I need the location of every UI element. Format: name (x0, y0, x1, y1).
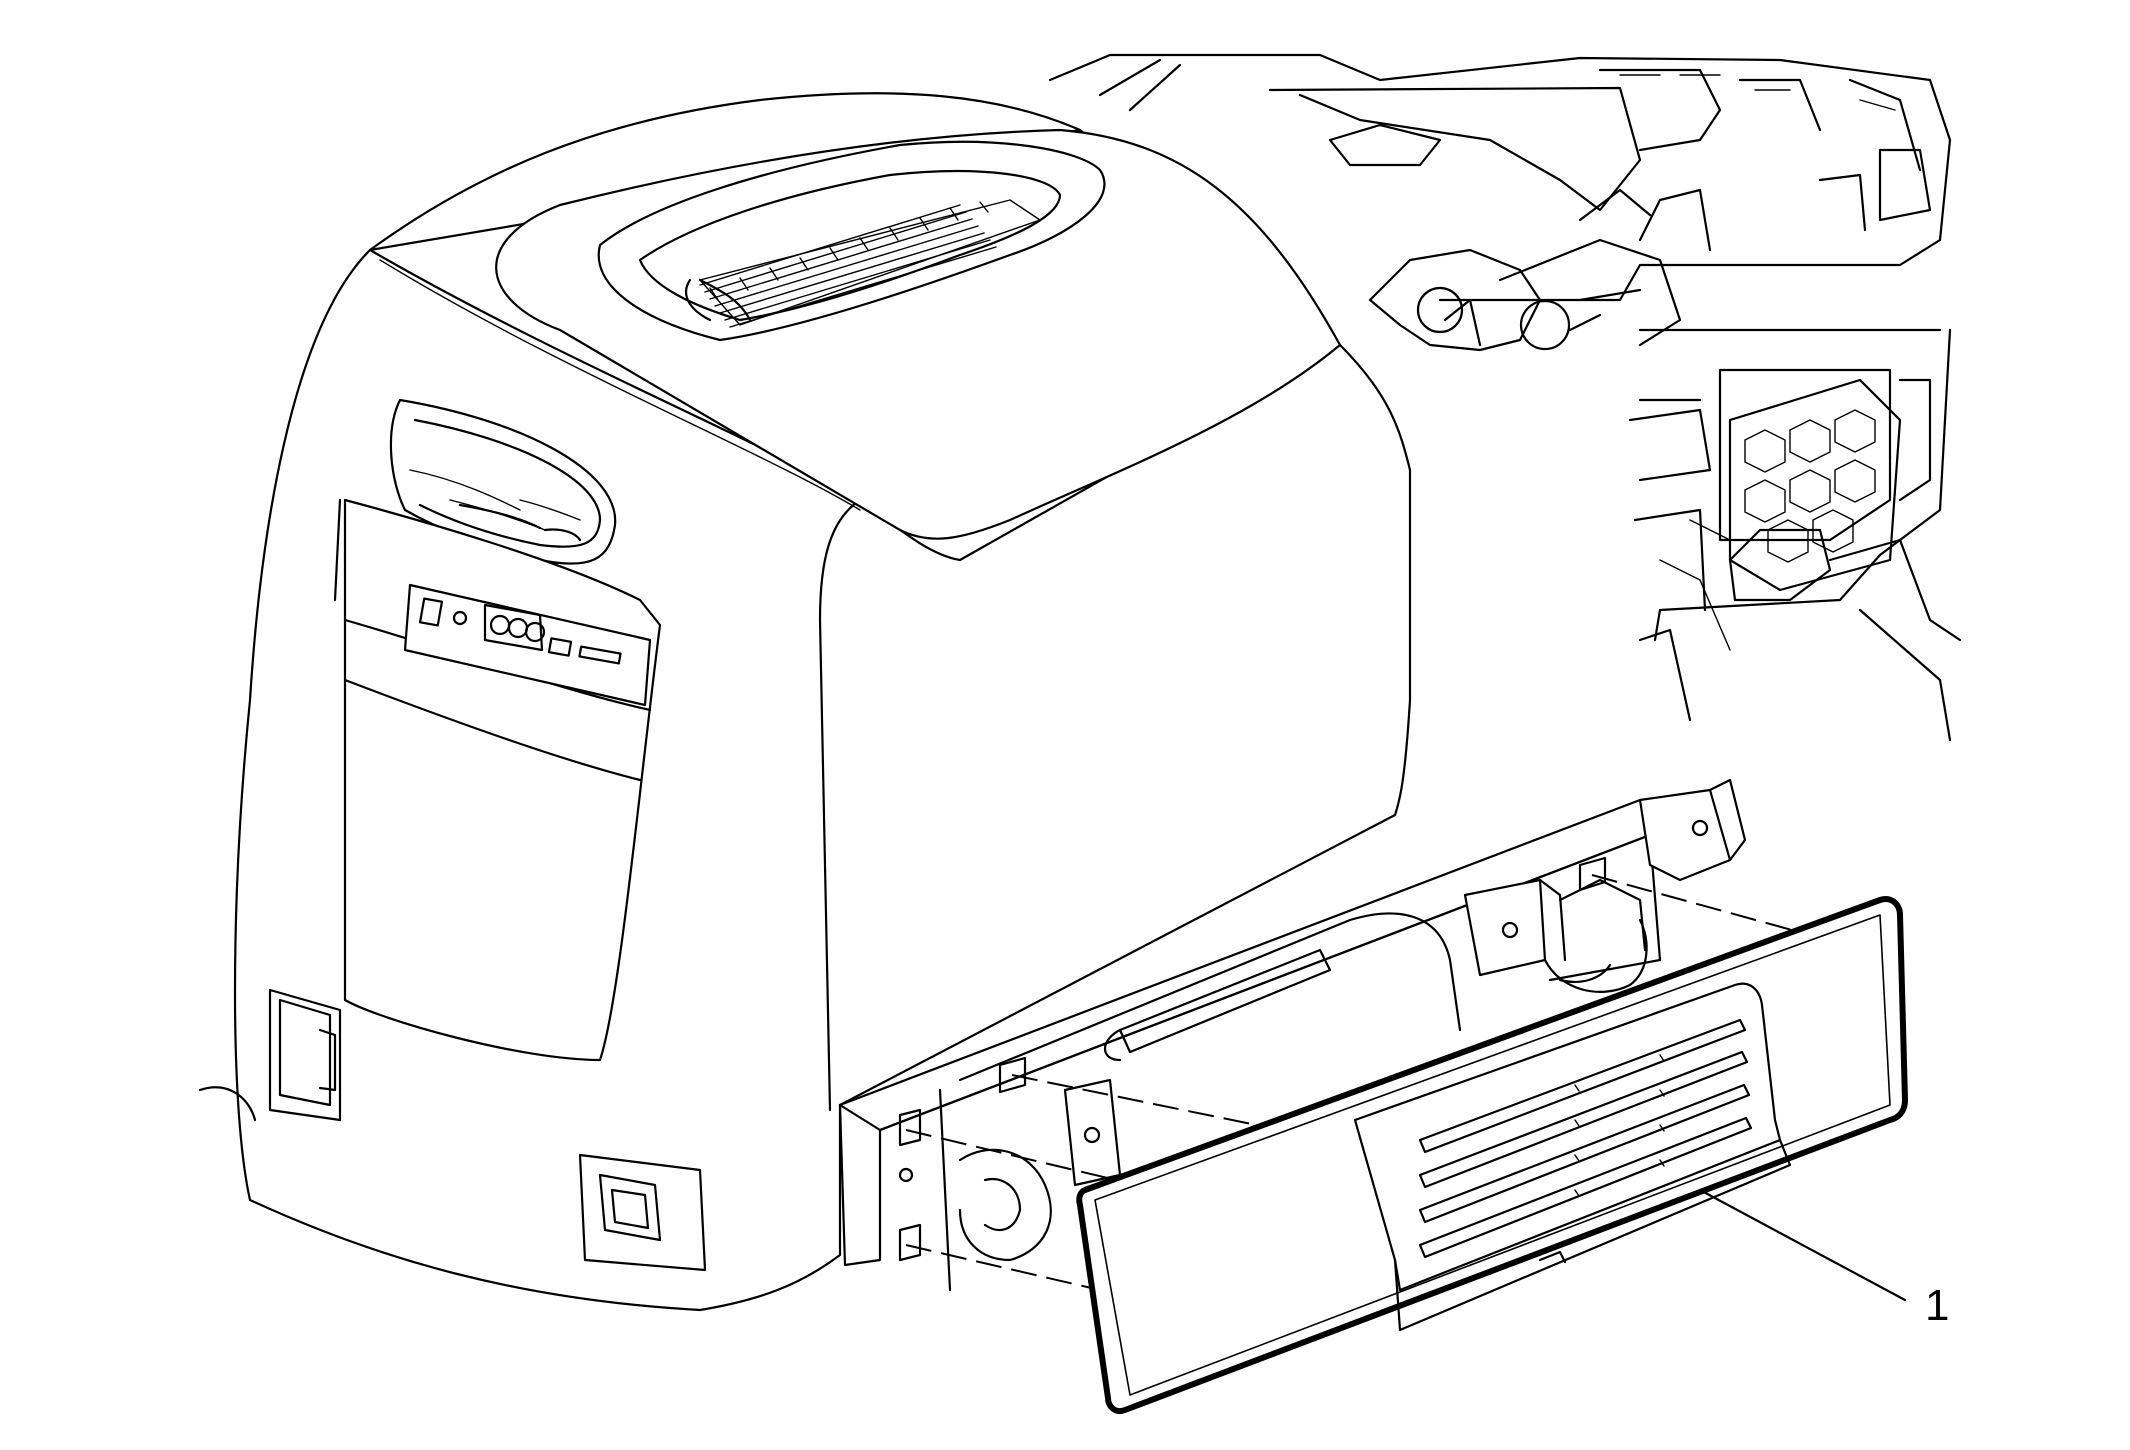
rear-air-vent (389, 398, 617, 565)
usb-port-panel (403, 583, 652, 707)
callout-1: 1 (1698, 1188, 1949, 1330)
vent-slats (1418, 1018, 1753, 1259)
callout-label-1: 1 (1925, 1281, 1949, 1330)
instrument-panel-structure (1048, 53, 1962, 742)
tray-mat (699, 199, 1041, 328)
floor-line (198, 1086, 257, 1122)
side-latch (268, 988, 342, 1122)
honeycomb-vent-grille (1728, 378, 1902, 592)
rear-storage-door (333, 498, 662, 1062)
lower-rear-opening (838, 778, 1747, 1292)
rear-trim-panel-part-1 (1076, 896, 1908, 1414)
power-outlet (578, 1153, 707, 1272)
callout-leader-line (1698, 1188, 1907, 1302)
